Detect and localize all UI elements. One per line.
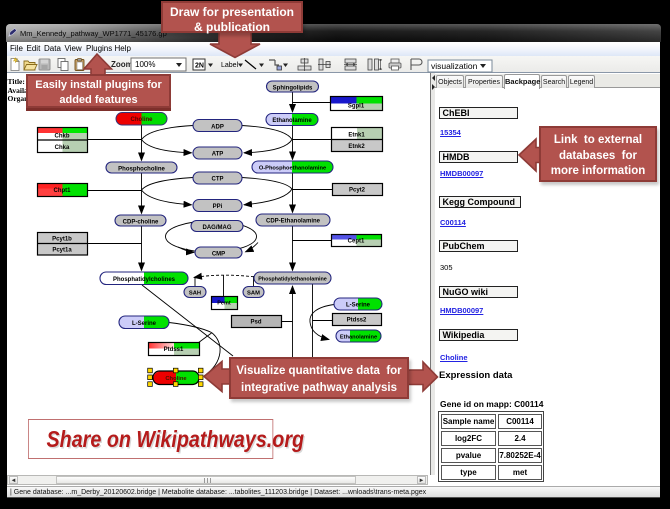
svg-text:Cept1: Cept1 bbox=[348, 239, 365, 245]
svg-text:Sgpl1: Sgpl1 bbox=[348, 103, 365, 109]
svg-text:Phosphatidylcholines: Phosphatidylcholines bbox=[113, 277, 176, 283]
svg-text:Psd: Psd bbox=[250, 320, 261, 326]
svg-text:2N: 2N bbox=[195, 63, 204, 70]
svg-text:SAM: SAM bbox=[247, 291, 260, 297]
svg-text:L-Serine: L-Serine bbox=[132, 321, 157, 327]
svg-text:Ptdss1: Ptdss1 bbox=[164, 347, 184, 353]
svg-text:DAG/MAG: DAG/MAG bbox=[203, 225, 232, 231]
svg-text:L-Serine: L-Serine bbox=[346, 303, 371, 309]
svg-text:O-Phosphoethanolamine: O-Phosphoethanolamine bbox=[259, 166, 326, 172]
svg-text:Zoom:: Zoom: bbox=[111, 60, 135, 69]
svg-text:CDP-Ethanolamine: CDP-Ethanolamine bbox=[266, 219, 321, 225]
svg-text:Pemt: Pemt bbox=[217, 301, 231, 307]
svg-text:CDP-choline: CDP-choline bbox=[123, 219, 159, 225]
svg-text:100%: 100% bbox=[135, 60, 155, 69]
svg-text:Label: Label bbox=[221, 62, 239, 69]
svg-text:PPi: PPi bbox=[213, 204, 223, 210]
svg-text:Ethanolamine: Ethanolamine bbox=[340, 335, 377, 341]
svg-text:CMP: CMP bbox=[212, 251, 225, 257]
svg-text:Choline: Choline bbox=[165, 376, 187, 382]
svg-text:Pcyt1a: Pcyt1a bbox=[52, 247, 72, 253]
svg-text:Chkb: Chkb bbox=[55, 133, 70, 139]
svg-text:Pcyt1b: Pcyt1b bbox=[52, 236, 72, 242]
svg-text:Ptdss2: Ptdss2 bbox=[347, 318, 367, 324]
svg-text:Etnk1: Etnk1 bbox=[348, 132, 365, 138]
svg-text:Chpt1: Chpt1 bbox=[54, 188, 72, 194]
svg-text:Sphingolipids: Sphingolipids bbox=[273, 85, 313, 91]
svg-text:Choline: Choline bbox=[131, 117, 154, 123]
svg-text:Chka: Chka bbox=[55, 145, 70, 151]
svg-text:Etnk2: Etnk2 bbox=[348, 144, 365, 150]
svg-text:Phosphocholine: Phosphocholine bbox=[118, 166, 165, 172]
svg-text:Pcyt2: Pcyt2 bbox=[349, 188, 366, 194]
svg-text:Phosphatidylethanolamine: Phosphatidylethanolamine bbox=[258, 277, 327, 283]
svg-text:ADP: ADP bbox=[211, 124, 224, 130]
svg-text:ATP: ATP bbox=[212, 152, 224, 158]
svg-text:Ethanolamine: Ethanolamine bbox=[272, 118, 312, 124]
svg-text:visualization: visualization bbox=[431, 61, 478, 71]
svg-text:SAH: SAH bbox=[189, 291, 201, 297]
svg-text:CTP: CTP bbox=[212, 177, 224, 183]
